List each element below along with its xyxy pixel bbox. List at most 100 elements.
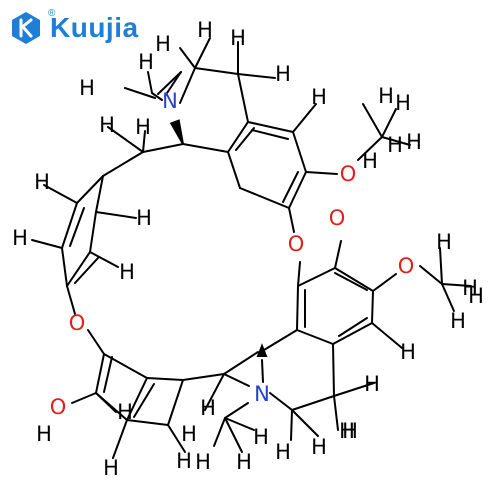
oxygen-atom-label-bridge-left: O — [69, 311, 86, 335]
oxygen-atom-label-hydroxy-right: O — [329, 206, 346, 230]
bond-line — [292, 131, 307, 173]
hydrogen-atom-label: H — [99, 113, 115, 137]
bond-line — [74, 257, 99, 284]
bond-line — [290, 409, 293, 441]
bond-line — [179, 67, 196, 104]
kuujia-logo-icon — [12, 12, 40, 44]
bond-line — [194, 67, 239, 75]
bond-line — [288, 171, 307, 209]
bond-line — [76, 175, 104, 204]
hydrogen-atom-label: H — [197, 18, 213, 42]
hydrogen-atom-label: H — [155, 32, 171, 56]
bond-line — [182, 373, 225, 381]
wedge-bond-upper — [169, 119, 184, 145]
bond-line — [297, 267, 336, 287]
bond-line — [107, 126, 144, 153]
bond-line — [213, 417, 226, 447]
registered-mark: ® — [48, 8, 56, 19]
hydrogen-atom-label: H — [103, 456, 119, 480]
hydrogen-atom-label: H — [181, 422, 197, 446]
bond-line — [87, 329, 105, 355]
bond-line — [334, 240, 342, 269]
bond-line — [142, 130, 146, 153]
hydrogen-atom-label: H — [138, 50, 154, 74]
bond-line — [292, 103, 317, 133]
hydrogen-atom-label: H — [12, 226, 28, 250]
bond-line — [61, 247, 68, 287]
bond-line — [89, 211, 97, 253]
bond-line — [223, 373, 250, 387]
hydrogen-atom-label: H — [236, 450, 252, 474]
nitrogen-atom-label-upper: N — [162, 89, 178, 113]
bond-line — [164, 71, 182, 97]
bond-line — [157, 71, 182, 95]
bond-line — [223, 351, 259, 375]
bond-line — [204, 373, 225, 411]
bond-line — [247, 121, 294, 133]
hydrogen-atom-label: H — [230, 26, 246, 50]
hydrogen-atom-label: H — [34, 170, 50, 194]
bond-line — [381, 136, 411, 146]
bond-line — [334, 272, 368, 291]
hydrogen-atom-label: H — [311, 435, 327, 459]
bond-line — [71, 392, 97, 404]
hydrogen-atom-label: H — [362, 149, 378, 173]
bond-line — [142, 143, 184, 153]
hydrogen-atom-label: H — [195, 450, 211, 474]
bond-line — [338, 317, 368, 337]
bond-line — [66, 285, 76, 315]
bond-line — [103, 356, 113, 393]
bond-line — [124, 87, 156, 99]
bond-line — [381, 108, 397, 138]
bond-line — [441, 283, 472, 287]
bond-line — [43, 184, 78, 204]
oxygen-atom-label-bridge-right: O — [288, 232, 305, 256]
bond-line — [261, 359, 264, 383]
bond-line — [167, 379, 184, 426]
hydrogen-atom-label: H — [339, 419, 355, 443]
bond-line — [372, 273, 397, 292]
bond-line — [282, 171, 299, 203]
bond-line — [371, 322, 403, 349]
hydrogen-atom-label: H — [135, 115, 151, 139]
bond-line — [69, 207, 85, 247]
bond-line — [439, 247, 443, 285]
bond-line — [151, 92, 163, 101]
bond-line — [147, 71, 153, 94]
hydrogen-atom-label: H — [364, 372, 380, 396]
bond-line — [269, 392, 293, 411]
hydrogen-atom-label: H — [311, 85, 327, 109]
bond-line — [179, 47, 196, 69]
brand-logo: Kuujia — [8, 10, 139, 46]
bond-line — [237, 73, 276, 79]
bond-line — [95, 392, 117, 413]
hydrogen-atom-label: H — [36, 422, 52, 446]
bond-line — [333, 395, 339, 431]
bond-line — [333, 382, 375, 397]
bond-line — [95, 211, 137, 219]
bond-line — [291, 395, 335, 411]
bond-line — [235, 127, 255, 151]
bond-line — [332, 343, 335, 397]
hydrogen-atom-label: H — [275, 440, 291, 464]
hydrogen-atom-label: H — [79, 76, 95, 100]
hydrogen-atom-label: H — [119, 260, 135, 284]
bond-line — [194, 37, 211, 69]
bond-line — [227, 121, 249, 153]
hydrogen-atom-label: H — [406, 130, 422, 154]
bond-line — [133, 383, 155, 418]
bond-line — [239, 187, 290, 209]
bond-line — [146, 377, 184, 381]
bond-lines — [31, 37, 472, 459]
hydrogen-atom-label: H — [275, 62, 291, 86]
oxygen-atom-label-methoxy-lower: O — [398, 254, 415, 278]
bond-line — [296, 285, 299, 331]
hydrogen-atom-label: H — [342, 419, 358, 443]
bond-line — [224, 402, 249, 419]
bond-line — [224, 417, 243, 453]
brand-name: Kuujia — [50, 12, 139, 43]
bond-line — [95, 175, 104, 213]
bond-line — [305, 171, 338, 175]
bond-line — [419, 265, 443, 285]
bond-line — [112, 419, 128, 459]
